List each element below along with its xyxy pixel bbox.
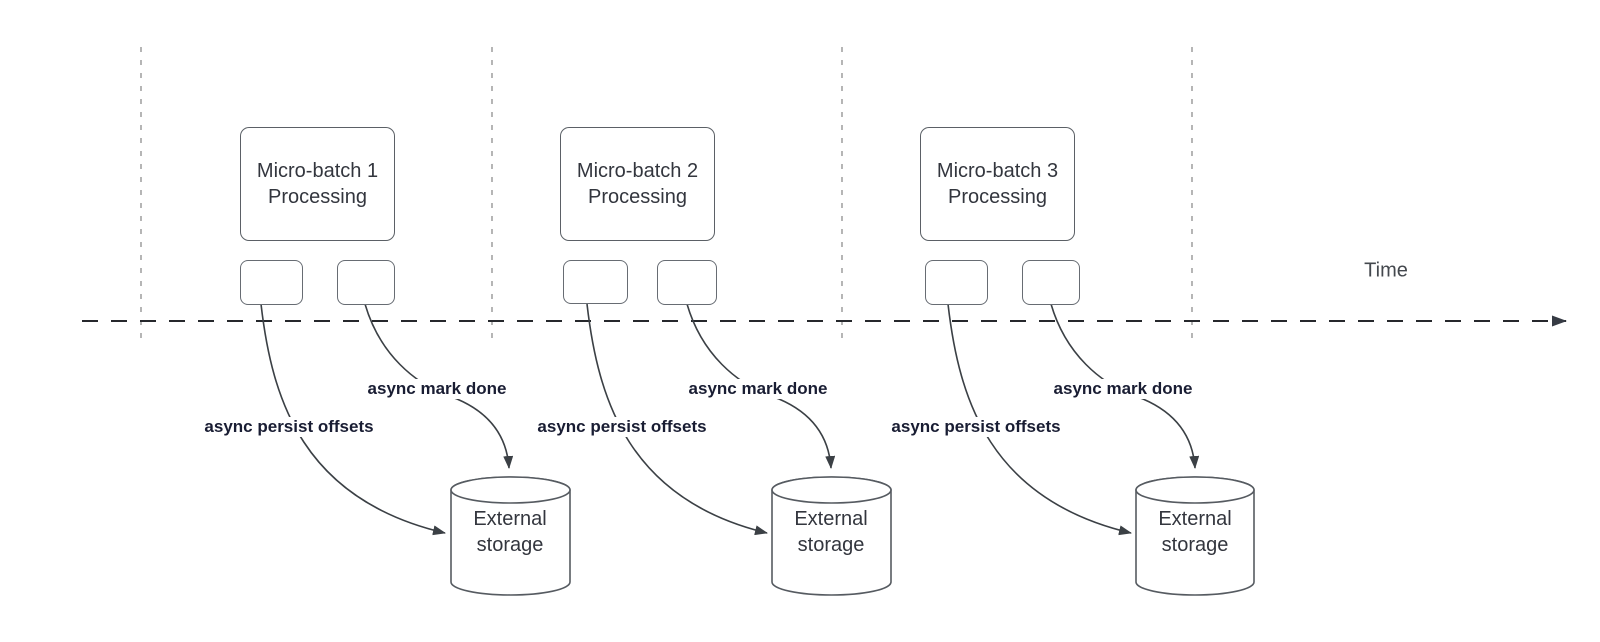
- persist-offsets-label-2: async persist offsets: [534, 417, 710, 437]
- persist-offsets-label-1: async persist offsets: [201, 417, 377, 437]
- external-storage-cylinder-3: [1135, 476, 1255, 596]
- external-storage-cylinder-1: [450, 476, 571, 596]
- time-axis-label: Time: [1364, 259, 1408, 282]
- micro-batch-2-box: Micro-batch 2 Processing: [560, 127, 715, 241]
- external-storage-label-1: External storage: [473, 508, 547, 556]
- persist-offsets-task-2: [563, 260, 628, 304]
- external-storage-label-2: External storage: [794, 508, 868, 556]
- mark-done-label-1: async mark done: [364, 379, 510, 399]
- persist-offsets-arrow-1: [260, 303, 446, 536]
- micro-batch-1-box: Micro-batch 1 Processing: [240, 127, 395, 241]
- mark-done-label-3: async mark done: [1050, 379, 1196, 399]
- persist-offsets-task-3: [925, 260, 988, 305]
- micro-batch-3-box: Micro-batch 3 Processing: [920, 127, 1075, 241]
- mark-done-task-2: [657, 260, 717, 305]
- mark-done-task-1: [337, 260, 395, 305]
- persist-offsets-label-3: async persist offsets: [888, 417, 1064, 437]
- persist-offsets-task-1: [240, 260, 303, 305]
- persist-offsets-arrow-2: [586, 303, 768, 536]
- external-storage-cylinder-2: [771, 476, 892, 596]
- mark-done-label-2: async mark done: [685, 379, 831, 399]
- mark-done-task-3: [1022, 260, 1080, 305]
- external-storage-label-3: External storage: [1158, 508, 1232, 556]
- persist-offsets-arrow-3: [947, 303, 1132, 536]
